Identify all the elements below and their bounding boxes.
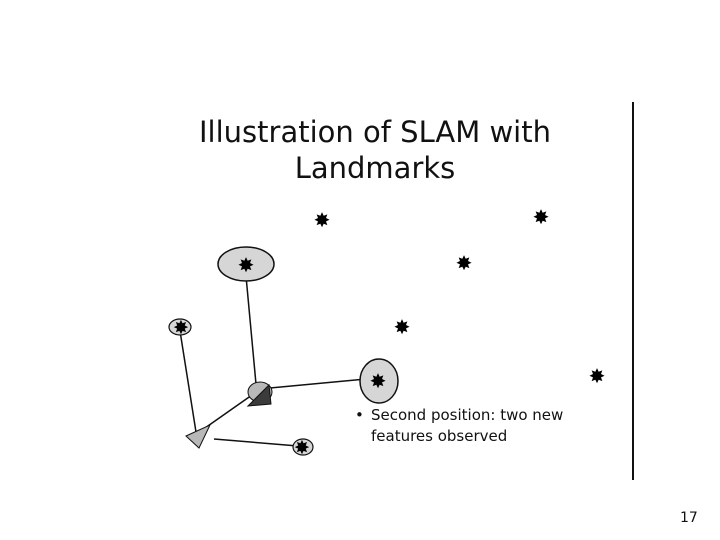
- landmark-star-icon: ✸: [173, 317, 189, 339]
- robot-second-position: [246, 383, 272, 407]
- robot-first-position: [185, 423, 212, 449]
- observation-line-second-to-top-landmark: [245, 275, 257, 385]
- bullet-text-line-1: Second position: two new: [371, 406, 564, 424]
- bullet-point: • Second position: two new features obse…: [355, 405, 615, 447]
- landmark-star-icon: ✸: [370, 369, 387, 393]
- landmark-star-icon: ✸: [589, 364, 606, 388]
- observation-line-first-to-bottom-landmark: [213, 438, 299, 447]
- landmark-star-icon: ✸: [294, 437, 310, 459]
- landmark-star-icon: ✸: [314, 208, 331, 232]
- landmark-uncertainty-ellipse: [359, 358, 399, 404]
- landmark-star-icon: ✸: [394, 315, 411, 339]
- slide-title: Illustration of SLAM with Landmarks: [160, 114, 590, 186]
- landmark-star-icon: ✸: [533, 205, 550, 229]
- bullet-text-line-2: features observed: [371, 427, 508, 445]
- title-line-1: Illustration of SLAM with: [199, 115, 551, 149]
- observation-line-second-to-right-landmark: [269, 378, 367, 389]
- landmark-uncertainty-ellipse: [292, 438, 314, 456]
- motion-line: [204, 394, 253, 429]
- observation-line-first-to-left-landmark: [179, 330, 197, 433]
- vertical-divider: [632, 102, 634, 480]
- title-line-2: Landmarks: [294, 151, 456, 185]
- landmark-star-icon: ✸: [456, 251, 473, 275]
- landmark-uncertainty-ellipse: [168, 318, 192, 336]
- bullet-dot: •: [355, 406, 364, 424]
- landmark-star-icon: ✸: [238, 253, 255, 277]
- landmark-uncertainty-ellipse: [217, 246, 275, 282]
- page-number: 17: [680, 510, 698, 526]
